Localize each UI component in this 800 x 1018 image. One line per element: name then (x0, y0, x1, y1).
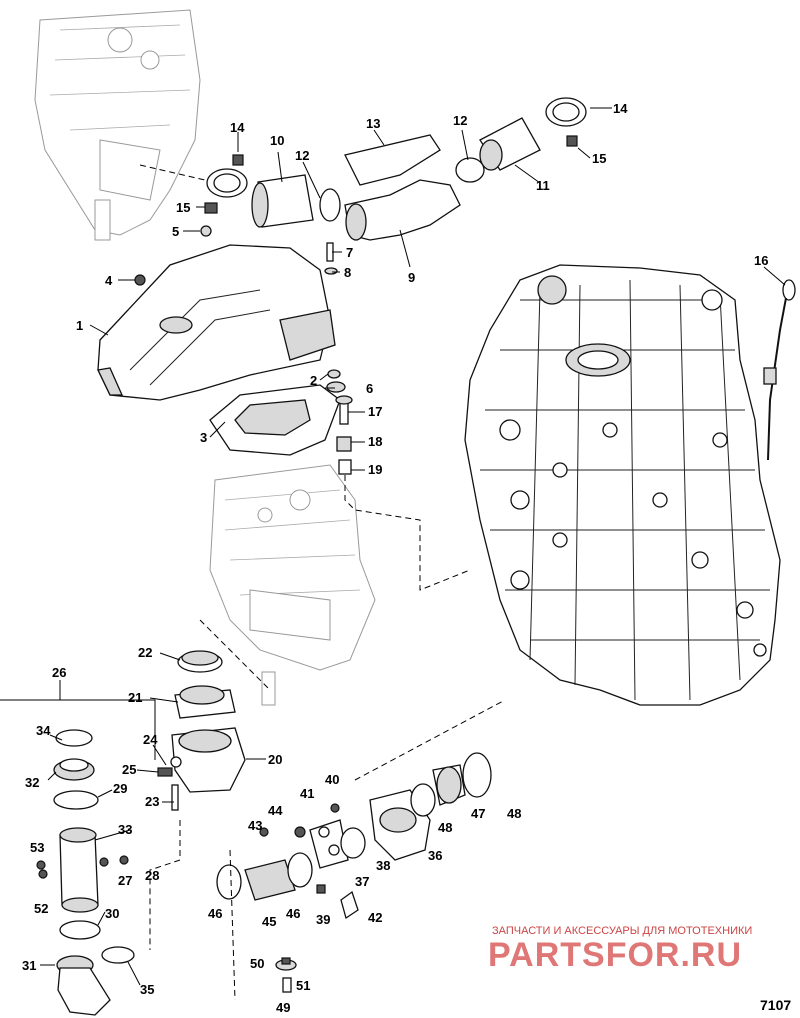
callout-39: 39 (316, 912, 330, 927)
callout-16: 16 (754, 253, 768, 268)
callout-2: 2 (310, 373, 317, 388)
callout-1: 1 (76, 318, 83, 333)
watermark-brand: PARTSFOR.RU (488, 936, 742, 974)
callout-25: 25 (122, 762, 136, 777)
dipstick-16 (763, 279, 796, 461)
callout-29: 29 (113, 781, 127, 796)
watermark: ЗАПЧАСТИ И АКСЕССУАРЫ ДЛЯ МОТОТЕХНИКИ PA… (488, 925, 752, 974)
callout-5: 5 (172, 224, 179, 239)
callout-14a: 14 (230, 120, 245, 135)
callout-14b: 14 (613, 101, 628, 116)
callout-10: 10 (270, 133, 284, 148)
group-26-parts (36, 729, 135, 1016)
callout-52: 52 (34, 901, 48, 916)
callout-48b: 48 (507, 806, 521, 821)
air-silencer-cover-1 (97, 244, 336, 401)
callout-49: 49 (276, 1000, 290, 1015)
callout-41: 41 (300, 786, 314, 801)
callout-47: 47 (471, 806, 485, 821)
callout-46b: 46 (286, 906, 300, 921)
callout-18: 18 (368, 434, 382, 449)
filter-element-3 (209, 384, 341, 456)
callout-31: 31 (22, 958, 36, 973)
watermark-caption: ЗАПЧАСТИ И АКСЕССУАРЫ ДЛЯ МОТОТЕХНИКИ (492, 925, 752, 937)
callout-43: 43 (248, 818, 262, 833)
callout-12b: 12 (453, 113, 467, 128)
throttle-group (157, 650, 246, 811)
callout-7: 7 (346, 245, 353, 260)
callout-21: 21 (128, 690, 142, 705)
group-label-26: 26 (52, 665, 66, 680)
figure-number: 7107 (760, 997, 791, 1013)
callout-28: 28 (145, 868, 159, 883)
callout-4: 4 (105, 273, 113, 288)
callout-15a: 15 (176, 200, 190, 215)
callout-23: 23 (145, 794, 159, 809)
callout-3: 3 (200, 430, 207, 445)
callout-6: 6 (366, 381, 373, 396)
callout-11: 11 (536, 178, 550, 193)
callout-labels: 1 2 3 4 5 6 7 8 9 10 11 12 12 13 14 14 1… (22, 101, 768, 1015)
engine-block (464, 264, 781, 706)
hoses-top (206, 97, 587, 241)
hardware-top (134, 202, 353, 475)
callout-42: 42 (368, 910, 382, 925)
callout-36: 36 (428, 848, 442, 863)
group-26-bracket (0, 680, 156, 760)
callout-33: 33 (118, 822, 132, 837)
callout-53: 53 (30, 840, 44, 855)
callout-22: 22 (138, 645, 152, 660)
intake-group (216, 752, 492, 993)
callout-40: 40 (325, 772, 339, 787)
callout-51: 51 (296, 978, 310, 993)
callout-13: 13 (366, 116, 380, 131)
callout-50: 50 (250, 956, 264, 971)
callout-27: 27 (118, 873, 132, 888)
callout-37: 37 (355, 874, 369, 889)
callout-30: 30 (105, 906, 119, 921)
callout-20: 20 (268, 752, 282, 767)
callout-38: 38 (376, 858, 390, 873)
ghost-engine-top (34, 9, 201, 241)
leader-lines (40, 107, 786, 986)
callout-8: 8 (344, 265, 351, 280)
dashed-relations (139, 164, 506, 1001)
callout-34: 34 (36, 723, 51, 738)
callout-19: 19 (368, 462, 382, 477)
callout-48a: 48 (438, 820, 452, 835)
callout-12a: 12 (295, 148, 309, 163)
ghost-engine-middle (209, 464, 376, 706)
callout-15b: 15 (592, 151, 606, 166)
callout-35: 35 (140, 982, 154, 997)
callout-24: 24 (143, 732, 158, 747)
callout-32: 32 (25, 775, 39, 790)
callout-44: 44 (268, 803, 283, 818)
callout-45: 45 (262, 914, 276, 929)
callout-46a: 46 (208, 906, 222, 921)
callout-9: 9 (408, 270, 415, 285)
callout-17: 17 (368, 404, 382, 419)
